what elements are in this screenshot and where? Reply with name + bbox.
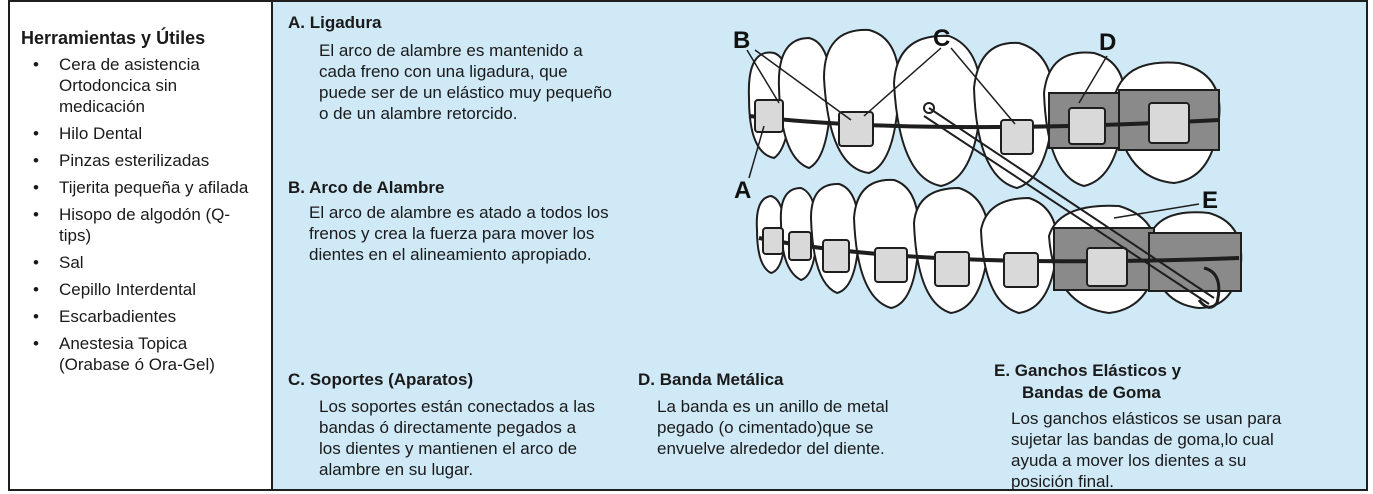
section-e-title: E. Ganchos Elásticos y (994, 361, 1182, 380)
bullet-icon: • (33, 178, 39, 197)
list-item: •Sal (33, 253, 84, 272)
bullet-icon: • (33, 55, 39, 74)
bullet-icon: • (33, 307, 39, 326)
bullet-icon: • (33, 253, 39, 272)
upper-bracket-2 (838, 111, 874, 147)
leader-b2 (754, 49, 852, 121)
section-d-body: La banda es un anillo de metal pegado (o… (657, 397, 889, 458)
upper-bracket-3 (1000, 119, 1034, 155)
lower-tooth-3 (809, 182, 861, 295)
lower-bracket-5 (934, 251, 970, 287)
leader-d (1078, 55, 1108, 104)
tools-title: Herramientas y Útiles (21, 28, 206, 48)
lower-bracket-7 (1086, 247, 1128, 287)
upper-tooth-5 (972, 41, 1056, 190)
list-item: •Hisopo de algodón (Q-tips) (33, 205, 231, 245)
list-item: •Tijerita pequeña y afilada (33, 178, 249, 197)
section-b-title: B. Arco de Alambre (288, 178, 445, 197)
section-e-title-line2: Bandas de Goma (1022, 383, 1161, 402)
lower-bracket-4 (874, 247, 908, 283)
section-a-title: A. Ligadura (288, 13, 382, 32)
elastic-band (923, 107, 1215, 305)
section-c-body: Los soportes están conectados a las band… (319, 397, 595, 479)
upper-tooth-3 (822, 28, 901, 175)
list-item: •Anestesia Topica (Orabase ó Ora-Gel) (33, 334, 215, 374)
lower-hook (1197, 266, 1221, 309)
section-a-body: El arco de alambre es mantenido a cada f… (319, 41, 612, 123)
label-b: B (733, 27, 750, 54)
label-e: E (1202, 187, 1218, 214)
lower-bracket-1 (762, 227, 784, 255)
braces-infographic: Herramientas y Útiles •Cera de asistenci… (8, 0, 1368, 491)
bullet-icon: • (33, 205, 39, 224)
braces-diagram: A B C D E (733, 25, 1243, 315)
lower-bracket-6 (1003, 252, 1039, 288)
upper-archwire (748, 114, 1220, 130)
label-a: A (734, 177, 751, 204)
tools-panel: Herramientas y Útiles •Cera de asistenci… (10, 2, 273, 489)
bullet-icon: • (33, 124, 39, 143)
label-d: D (1099, 29, 1116, 56)
bullet-icon: • (33, 280, 39, 299)
lower-tooth-5 (912, 186, 991, 315)
leader-e (1113, 203, 1200, 219)
leader-c1 (863, 47, 942, 117)
list-item: •Cera de asistencia Ortodoncica sin medi… (33, 55, 200, 116)
lower-bracket-3 (822, 239, 850, 273)
section-e-body: Los ganchos elásticos se usan para sujet… (1011, 409, 1282, 491)
section-c-title: C. Soportes (Aparatos) (288, 370, 474, 389)
upper-tooth-4 (892, 34, 983, 188)
bullet-icon: • (33, 334, 39, 353)
lower-tooth-4 (852, 178, 921, 310)
leader-b1 (746, 49, 780, 104)
upper-bracket-5 (1148, 102, 1190, 144)
upper-bracket-1 (754, 99, 784, 133)
label-c: C (933, 25, 950, 52)
explanations-panel: A. Ligadura El arco de alambre es manten… (273, 2, 1366, 491)
list-item: •Escarbadientes (33, 307, 177, 326)
upper-tooth-2 (777, 36, 833, 170)
bullet-icon: • (33, 151, 39, 170)
list-item: •Cepillo Interdental (33, 280, 197, 299)
list-item: •Hilo Dental (33, 124, 143, 143)
section-b-body: El arco de alambre es atado a todos los … (309, 203, 609, 264)
leader-a (748, 125, 765, 179)
upper-bracket-4 (1068, 107, 1106, 145)
leader-c2 (950, 47, 1016, 125)
tools-list: •Cera de asistencia Ortodoncica sin medi… (21, 54, 261, 381)
section-d-title: D. Banda Metálica (638, 370, 784, 389)
lower-bracket-2 (788, 231, 812, 261)
list-item: •Pinzas esterilizadas (33, 151, 210, 170)
